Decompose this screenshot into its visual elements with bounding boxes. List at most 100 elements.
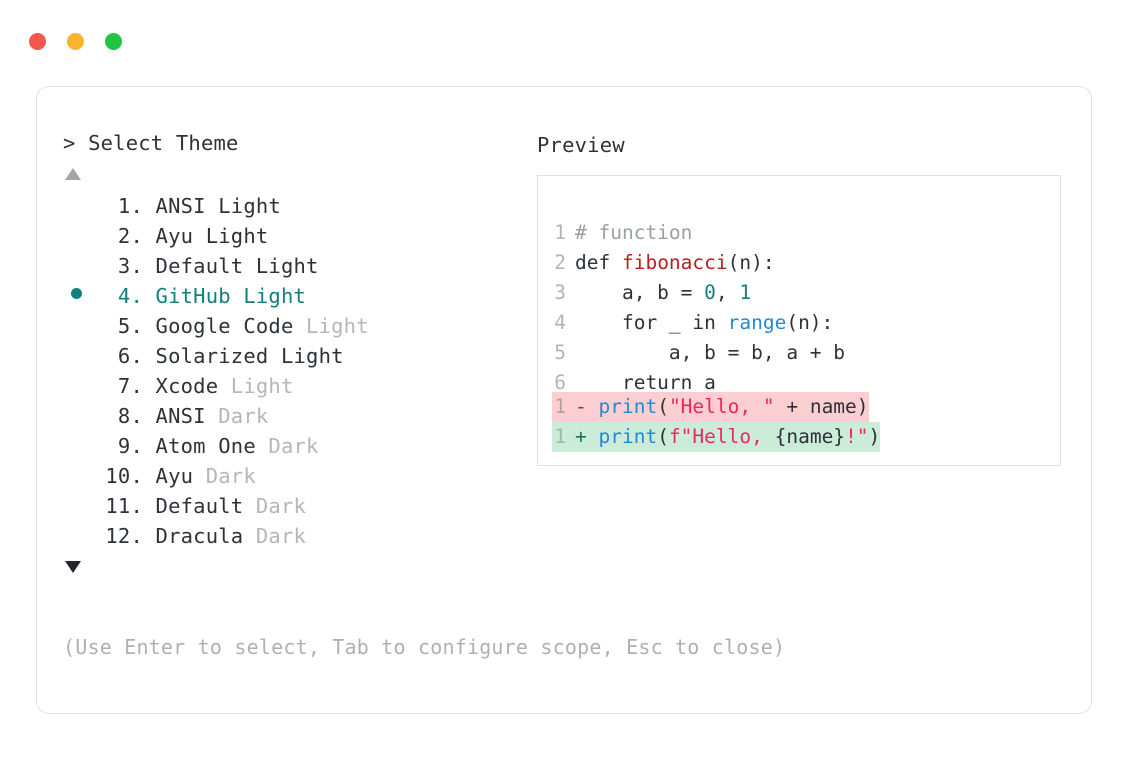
theme-list-item[interactable]: 12. Dracula Dark [63, 521, 533, 551]
theme-item-index: 12. [105, 523, 143, 548]
line-number: 3 [554, 281, 566, 304]
theme-item-name: Xcode [143, 373, 219, 398]
code-token: {name} [774, 425, 846, 448]
theme-list-item[interactable]: 2. Ayu Light [63, 221, 533, 251]
theme-list-item[interactable]: 4. GitHub Light [63, 281, 533, 311]
code-token: ( [657, 395, 669, 418]
diff-sign: - [575, 395, 599, 418]
theme-item-variant: Dark [243, 493, 307, 518]
code-token: print [598, 425, 658, 448]
code-line: 1 # function [552, 218, 845, 248]
page-title: > Select Theme [63, 133, 533, 154]
theme-list-item[interactable]: 1. ANSI Light [63, 191, 533, 221]
theme-list-item[interactable]: 5. Google Code Light [63, 311, 533, 341]
theme-list-item[interactable]: 11. Default Dark [63, 491, 533, 521]
theme-item-name: GitHub Light [143, 283, 307, 308]
code-line: 4 for _ in range(n): [552, 308, 845, 338]
line-number: 6 [554, 371, 566, 394]
line-number: 2 [554, 251, 566, 274]
prompt-title: Select Theme [88, 131, 239, 155]
theme-item-name: Dracula [143, 523, 244, 548]
code-token: a, b = [575, 281, 705, 304]
code-token: for _ in [575, 311, 728, 334]
code-token: a, b = b, a + b [575, 341, 846, 364]
theme-list-item[interactable]: 7. Xcode Light [63, 371, 533, 401]
theme-item-variant: Dark [193, 463, 256, 488]
code-token: ( [657, 425, 669, 448]
scroll-up-arrow-icon[interactable] [65, 167, 81, 180]
theme-item-variant: Dark [255, 433, 319, 458]
keyboard-hint: (Use Enter to select, Tab to configure s… [63, 635, 786, 659]
code-line: 5 a, b = b, a + b [552, 338, 845, 368]
theme-list-item[interactable]: 6. Solarized Light [63, 341, 533, 371]
code-token: range [727, 311, 787, 334]
code-token: , [715, 281, 740, 304]
theme-item-index: 9. [117, 433, 143, 458]
line-number: 1 [554, 221, 566, 244]
code-token: f"Hello, [668, 425, 775, 448]
scroll-down-arrow-icon[interactable] [65, 560, 81, 573]
theme-item-name: Default Light [143, 253, 319, 278]
code-token: return a [575, 371, 716, 394]
theme-item-variant: Light [293, 313, 369, 338]
code-token: "Hello, " [668, 395, 775, 418]
theme-item-name: Ayu Light [143, 223, 269, 248]
diff-added-line: 1 + print(f"Hello, {name}!") [552, 422, 881, 452]
theme-list-item[interactable]: 3. Default Light [63, 251, 533, 281]
diff-sample: 1- print("Hello, " + name)1+ print(f"Hel… [552, 392, 881, 452]
theme-item-name: Google Code [143, 313, 294, 338]
theme-item-index: 10. [105, 463, 143, 488]
theme-item-name: Default [143, 493, 244, 518]
prompt-marker: > [63, 131, 76, 155]
preview-title: Preview [537, 133, 625, 157]
code-token: (n): [786, 311, 834, 334]
code-token: def [575, 251, 622, 274]
theme-item-index: 11. [105, 493, 143, 518]
code-line: 6 return a [552, 368, 845, 398]
diff-row: 1- print("Hello, " + name) [552, 392, 880, 422]
theme-item-name: Atom One [143, 433, 256, 458]
code-token: 1 [739, 281, 752, 304]
theme-item-variant: Dark [205, 403, 269, 428]
theme-list-item[interactable]: 9. Atom One Dark [63, 431, 533, 461]
diff-sign: + [575, 425, 599, 448]
code-line: 2 def fibonacci(n): [552, 248, 845, 278]
minimize-button[interactable] [67, 33, 84, 50]
code-token: fibonacci [621, 251, 728, 274]
diff-removed-line: 1- print("Hello, " + name) [552, 392, 869, 422]
theme-item-index: 5. [117, 313, 143, 338]
theme-item-index: 4. [117, 283, 143, 308]
code-token: 0 [704, 281, 716, 304]
code-token: ) [868, 425, 881, 448]
theme-item-index: 6. [117, 343, 143, 368]
code-token: (n): [727, 251, 775, 274]
theme-list-item[interactable]: 10. Ayu Dark [63, 461, 533, 491]
code-token: + name) [774, 395, 869, 418]
selected-bullet-icon [71, 287, 82, 299]
theme-list-item[interactable]: 8. ANSI Dark [63, 401, 533, 431]
theme-item-name: ANSI Light [143, 193, 281, 218]
theme-item-index: 1. [117, 193, 143, 218]
code-token: # function [575, 221, 693, 244]
theme-item-index: 7. [117, 373, 143, 398]
theme-item-index: 2. [117, 223, 143, 248]
theme-item-name: Ayu [143, 463, 194, 488]
code-line: 3 a, b = 0, 1 [552, 278, 845, 308]
line-number: 1 [554, 395, 566, 418]
code-token: !" [845, 425, 869, 448]
theme-item-variant: Dark [243, 523, 307, 548]
line-number: 4 [554, 311, 566, 334]
line-number: 1 [554, 425, 566, 448]
maximize-button[interactable] [105, 33, 122, 50]
close-button[interactable] [29, 33, 46, 50]
theme-item-variant: Light [218, 373, 294, 398]
diff-row: 1 + print(f"Hello, {name}!") [552, 422, 881, 452]
theme-item-index: 8. [117, 403, 143, 428]
code-token: print [598, 395, 658, 418]
